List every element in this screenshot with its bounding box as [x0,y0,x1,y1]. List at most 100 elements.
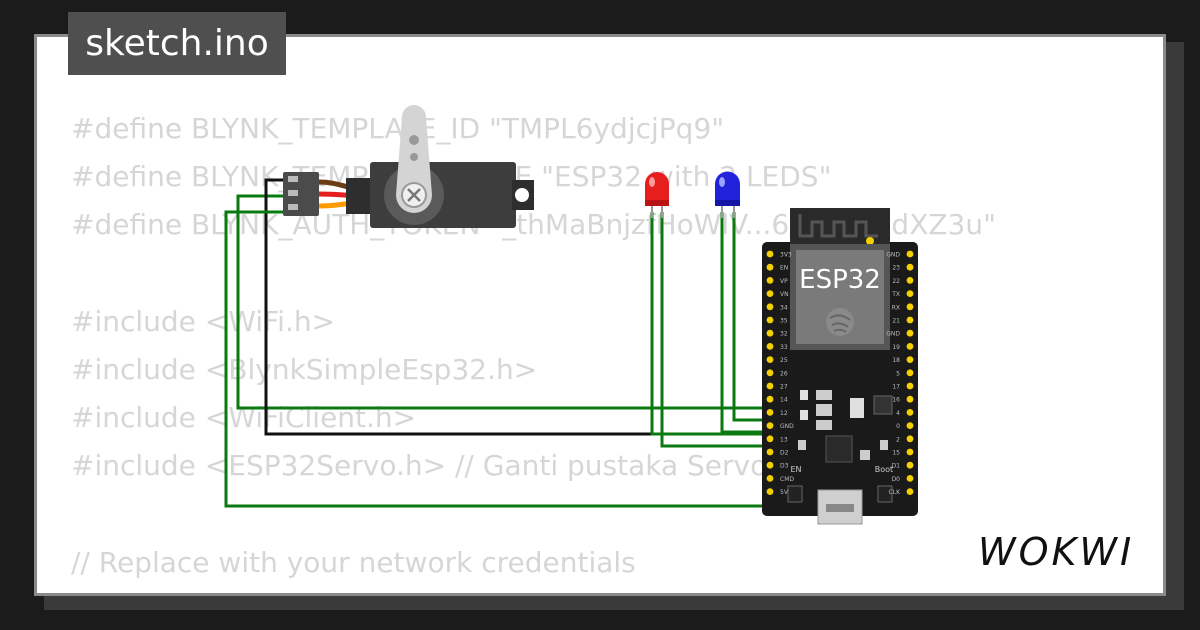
pin-label: 23 [892,265,900,272]
boot-button-label: Boot [875,465,893,474]
esp32-board: ESP32 EN Boot 3V3ENVPVN34353233252627141… [762,208,918,525]
wires [224,178,776,508]
pin-label: 2 [896,436,900,443]
pin-label: GND [886,252,900,259]
pin-label: 3V3 [780,252,792,259]
file-tab[interactable]: sketch.ino [68,12,286,75]
pin[interactable] [766,422,774,429]
pin[interactable] [906,475,914,482]
pin[interactable] [906,409,914,416]
pins-left: 3V3ENVPVN343532332526271412GND13D2D3CMD5… [766,250,794,496]
pin[interactable] [766,356,774,363]
pin[interactable] [766,409,774,416]
pin[interactable] [766,461,774,469]
pin[interactable] [906,435,914,443]
pin[interactable] [906,290,914,297]
pin[interactable] [906,461,914,469]
pin-label: 5 [896,370,900,377]
pin[interactable] [906,316,914,324]
pin[interactable] [906,329,914,337]
pin-label: 15 [892,450,900,457]
pin-label: 34 [780,304,788,311]
servo-motor [346,105,534,228]
pin-label: VN [780,291,789,298]
pin[interactable] [906,369,914,377]
pin[interactable] [766,435,774,443]
wokwi-logo: WOKWI [978,530,1134,574]
pin[interactable] [906,343,914,350]
pin[interactable] [766,343,774,350]
pin-label: 35 [780,318,788,325]
pin-label: CLK [889,489,902,496]
pin-label: D1 [892,463,901,470]
pin-label: 14 [780,397,788,404]
en-button-label: EN [790,465,801,474]
pin-label: 27 [780,384,788,391]
pin[interactable] [766,475,774,482]
pin-label: 21 [892,318,900,325]
pin[interactable] [766,303,774,311]
pin-label: EN [780,265,788,272]
pin-label: TX [891,291,900,298]
wire-servo-power [224,210,776,508]
pin-label: 33 [780,344,788,351]
wire-red-led-cathode [660,212,776,448]
pin[interactable] [766,395,774,403]
pin-label: 12 [780,410,788,417]
wire-servo-signal [236,194,776,410]
pin-label: 17 [892,384,900,391]
boot-button[interactable] [877,485,893,503]
pin-label: 13 [780,436,788,443]
pin-label: 0 [896,423,900,430]
pin[interactable] [906,356,914,363]
pin-label: 4 [896,410,900,417]
pin-label: 19 [892,344,900,351]
pin-label: 16 [892,397,900,404]
code-line: #include <BlynkSimpleEsp32.h> [71,352,538,386]
pin[interactable] [766,488,774,495]
wire-blue-led-anode [720,212,776,434]
pin[interactable] [906,448,914,456]
code-line: #define BLYNK_TEMPLATE_ID "TMPL6ydjcjPq9… [71,112,725,145]
servo-connector [283,172,373,216]
pin[interactable] [906,263,914,271]
pin[interactable] [906,303,914,311]
pin-label: GND [780,423,794,430]
wokwi-logo-text: WOKWI [978,530,1134,574]
pin-label: 25 [780,357,788,364]
pin[interactable] [766,316,774,324]
code-line: // Replace with your network credentials [71,545,636,579]
wire-servo-ground [264,178,776,436]
pin-label: CMD [780,476,794,483]
pin[interactable] [766,369,774,377]
code-preview: #define BLYNK_TEMPLATE_ID "TMPL6ydjcjPq9… [71,105,996,593]
pin[interactable] [766,277,774,284]
code-card: #define BLYNK_TEMPLATE_ID "TMPL6ydjcjPq9… [34,34,1166,596]
pin-label: RX [892,304,900,311]
pin-label: 26 [780,370,788,377]
code-line: #include <ESP32Servo.h> // Ganti pustaka… [71,449,768,483]
pin-label: 22 [892,278,900,285]
chip-label: ESP32 [799,265,881,295]
pin[interactable] [906,488,914,495]
pin-label: GND [886,331,900,338]
pin-label: 32 [780,331,788,338]
pin[interactable] [766,250,774,258]
en-button[interactable] [787,485,803,503]
pin[interactable] [906,382,914,390]
pin[interactable] [906,250,914,258]
pin[interactable] [766,329,774,337]
pin-label: VP [780,278,788,285]
pin-label: D2 [780,450,789,457]
pin[interactable] [766,448,774,456]
pin[interactable] [906,277,914,284]
pin[interactable] [906,395,914,403]
pin[interactable] [766,290,774,297]
pin-label: 5V [780,489,789,496]
pin[interactable] [766,382,774,390]
pin[interactable] [906,422,914,429]
blue-led [715,171,740,218]
pin[interactable] [766,263,774,271]
